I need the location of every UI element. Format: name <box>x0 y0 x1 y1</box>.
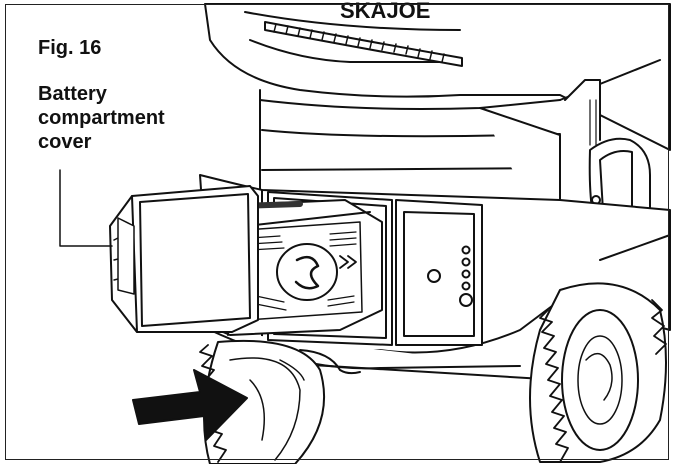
front-wheel <box>200 341 360 464</box>
callout-leader-line <box>60 170 112 246</box>
callout-label-line-1: Battery <box>38 83 107 105</box>
callout-label-line-2: compartment <box>38 107 165 129</box>
rear-wheel <box>530 283 666 462</box>
handle-grip <box>265 22 462 66</box>
insertion-arrow-icon <box>133 370 247 440</box>
figure-number: Fig. 16 <box>38 37 102 59</box>
callout-label-line-3: cover <box>38 131 92 153</box>
compartment-cover <box>110 186 258 332</box>
brand-lettering: SKAJOE <box>340 0 430 23</box>
